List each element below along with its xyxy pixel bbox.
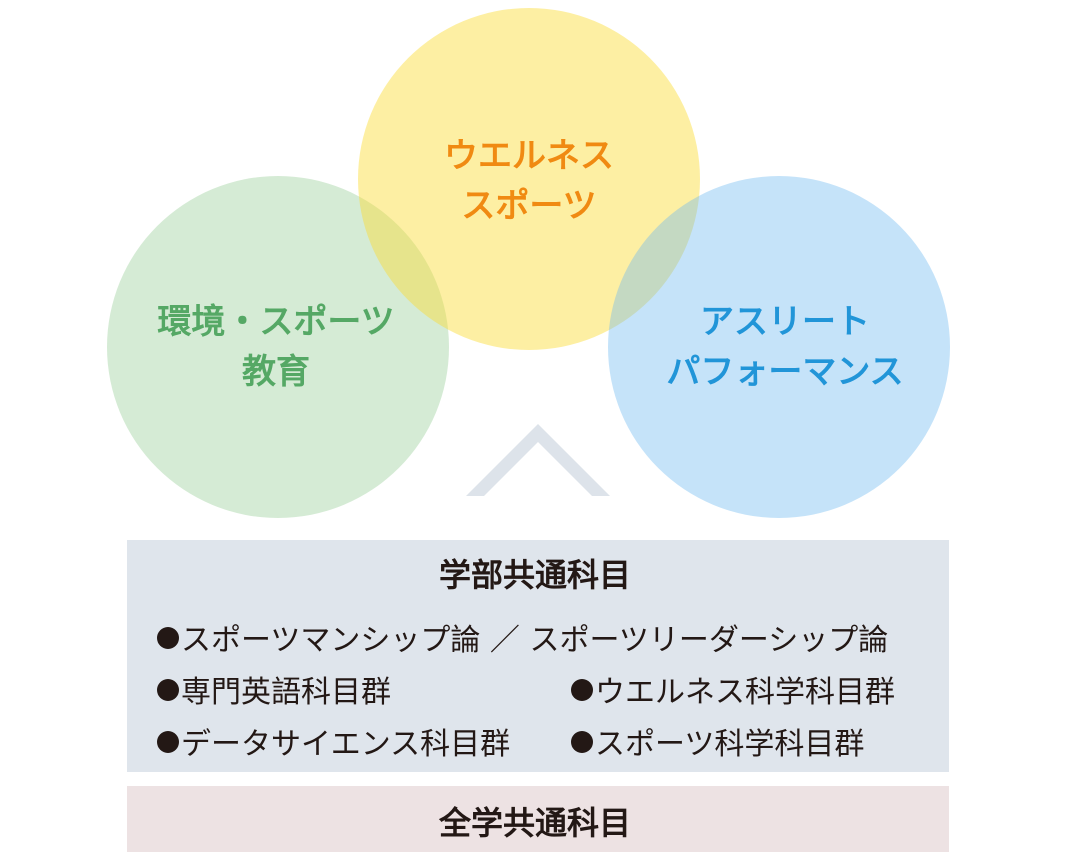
- list-item-label: 専門英語科目群: [181, 675, 391, 710]
- circle-label-line2: パフォーマンス: [666, 352, 904, 392]
- bullet-icon: [157, 627, 179, 649]
- faculty-common-title: 学部共通科目: [438, 556, 631, 594]
- bullet-icon: [157, 679, 179, 701]
- circle-label-line1: 環境・スポーツ: [157, 302, 395, 342]
- circle-label-line1: アスリート: [699, 302, 870, 342]
- university-common-title: 全学共通科目: [438, 804, 631, 842]
- circle-label-line1: ウエルネス: [444, 136, 614, 176]
- list-item-label: ウエルネス科学科目群: [595, 675, 895, 710]
- bullet-icon: [571, 679, 593, 701]
- list-item: ウエルネス科学科目群: [571, 667, 895, 711]
- circle-athlete-performance: アスリート パフォーマンス: [608, 176, 950, 518]
- circle-wellness-sports: ウエルネス スポーツ: [358, 8, 700, 350]
- list-item: スポーツマンシップ論 ／ スポーツリーダーシップ論: [157, 615, 888, 659]
- circle-label-line2: スポーツ: [461, 186, 597, 226]
- circle-environment-sports-education: 環境・スポーツ 教育: [107, 176, 449, 518]
- university-common-subjects-panel: [127, 786, 949, 852]
- chevron-up-icon: [466, 424, 610, 496]
- bullet-icon: [157, 731, 179, 753]
- list-item-label: スポーツマンシップ論 ／ スポーツリーダーシップ論: [181, 623, 889, 658]
- faculty-common-subjects-panel: [127, 540, 949, 772]
- list-item: データサイエンス科目群: [157, 719, 510, 763]
- list-item-label: データサイエンス科目群: [181, 727, 511, 762]
- list-item: スポーツ科学科目群: [571, 719, 864, 763]
- circle-label-line2: 教育: [241, 352, 310, 392]
- list-item-label: スポーツ科学科目群: [595, 727, 865, 762]
- bullet-icon: [571, 731, 593, 753]
- list-item: 専門英語科目群: [157, 667, 391, 711]
